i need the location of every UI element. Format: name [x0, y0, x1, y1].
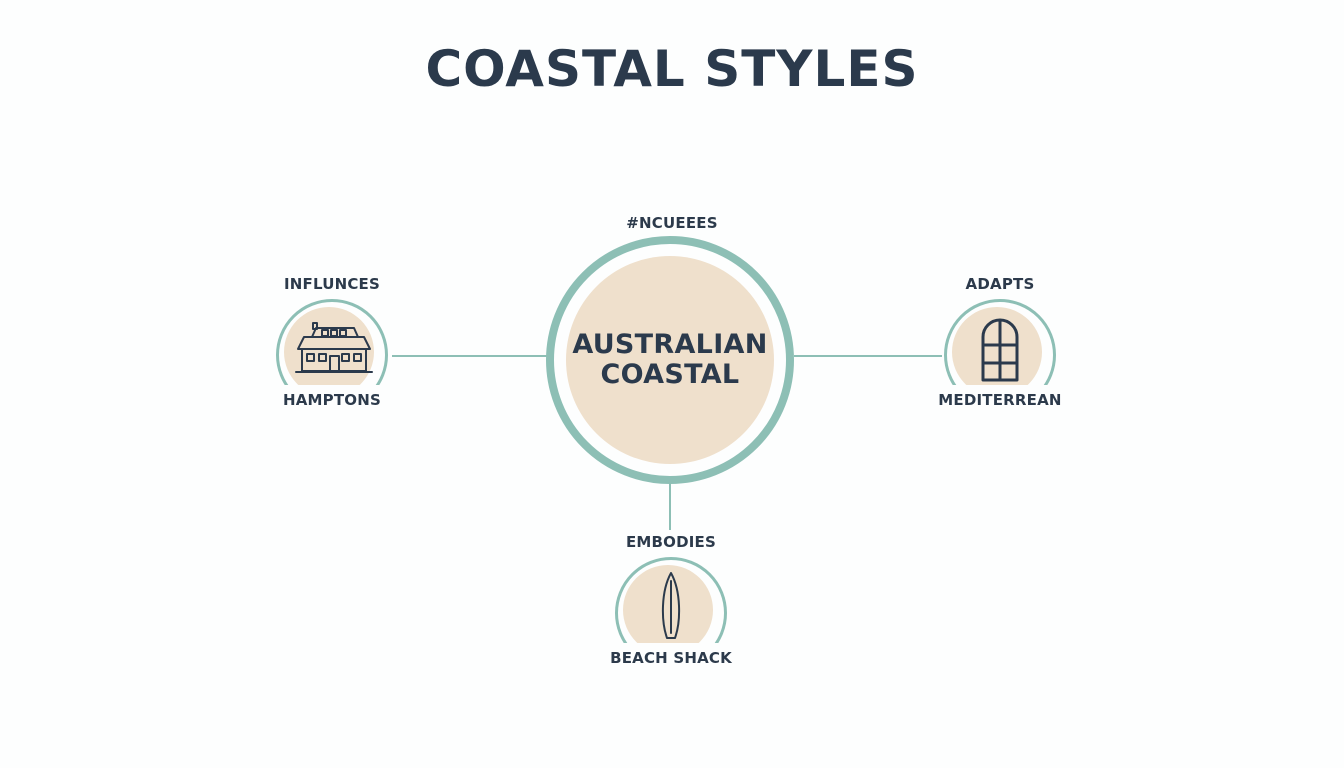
node-hamptons [276, 299, 388, 385]
node-mediterrean-label: MEDITERREAN [938, 391, 1062, 409]
node-hamptons-label: HAMPTONS [282, 391, 382, 409]
node-mediterrean [944, 299, 1056, 385]
surfboard-icon [661, 572, 681, 639]
arched-window-icon [981, 318, 1019, 382]
relation-label-adapts: ADAPTS [965, 275, 1035, 293]
center-node-australian-coastal: AUSTRALIAN COASTAL [546, 236, 794, 484]
node-beach-shack [615, 557, 727, 643]
relation-label-influences: INFLUNCES [284, 275, 380, 293]
center-top-label: #NCUEEES [626, 214, 718, 232]
center-node-text: AUSTRALIAN COASTAL [572, 330, 767, 390]
node-beach-shack-label: BEACH SHACK [610, 649, 732, 667]
diagram-title: COASTAL STYLES [425, 40, 919, 98]
center-line-1: AUSTRALIAN [572, 329, 768, 360]
house-icon [295, 322, 373, 373]
relation-label-embodies: EMBODIES [625, 533, 717, 551]
center-node-fill: AUSTRALIAN COASTAL [566, 256, 774, 464]
center-line-2: COASTAL [600, 359, 740, 390]
